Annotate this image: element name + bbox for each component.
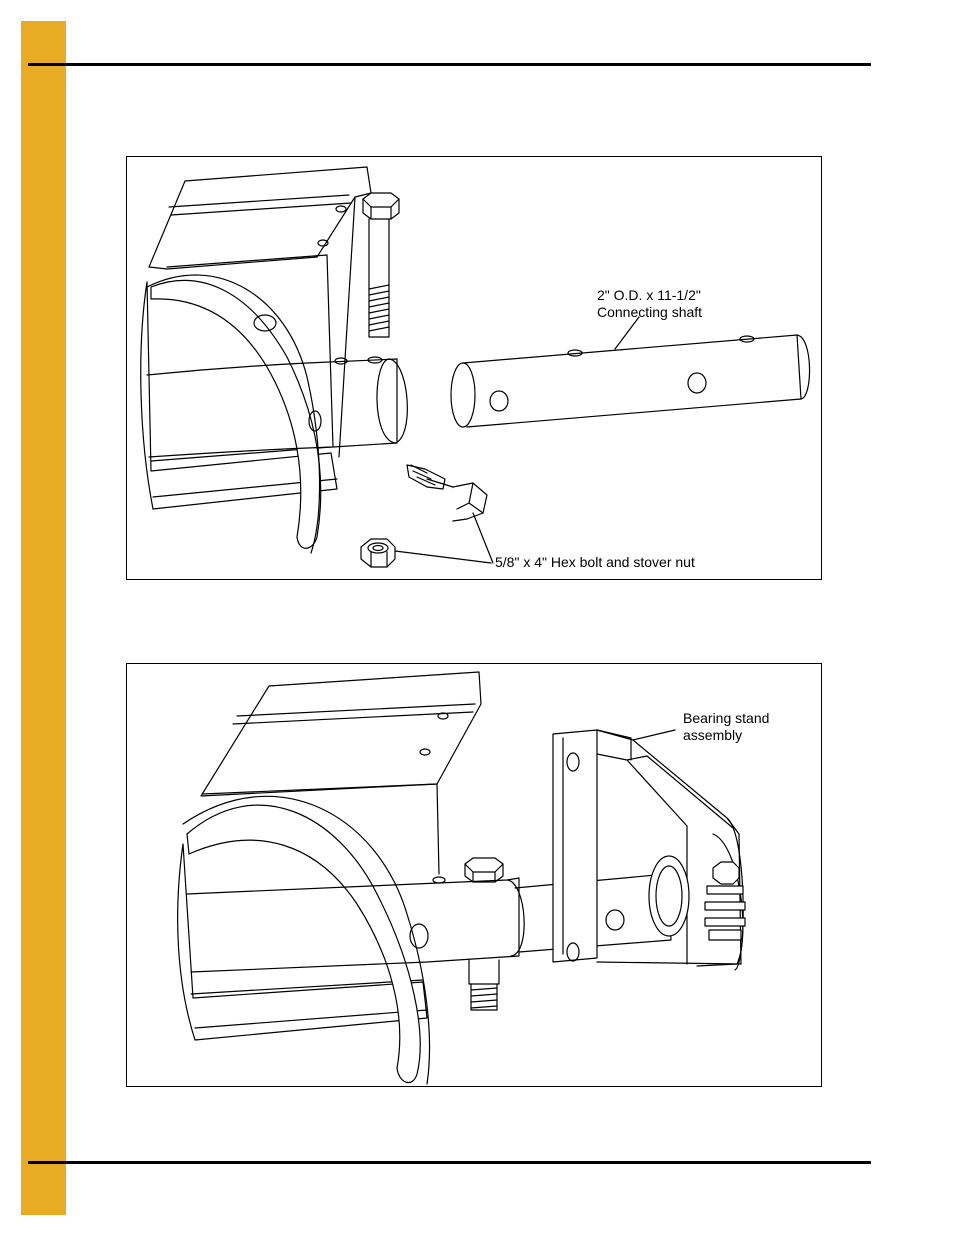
shaft <box>186 873 672 973</box>
footer-rule <box>28 1161 871 1164</box>
figure-connecting-shaft: 2" O.D. x 11-1/2" Connecting shaft 5/8" … <box>126 156 822 580</box>
auger-flighting <box>182 795 431 1085</box>
hex-bolt-lower <box>406 464 488 522</box>
shaft-callout-line-1: 2" O.D. x 11-1/2" <box>597 287 701 303</box>
header-rule <box>28 63 871 66</box>
shaft-leader <box>614 316 640 350</box>
bearing-callout-line-2: assembly <box>683 727 743 743</box>
hex-bolt-lower <box>468 959 500 1011</box>
shaft-assembly-drawing <box>140 166 811 568</box>
bolt-callout: 5/8" x 4" Hex bolt and stover nut <box>495 554 695 570</box>
connecting-shaft <box>450 334 811 428</box>
stub-shaft <box>146 356 408 458</box>
clamp-bolt <box>704 861 746 941</box>
side-tab <box>21 21 66 1215</box>
hex-bolt-upper <box>362 192 400 338</box>
figure-bearing-stand: Bearing stand assembly <box>126 663 822 1087</box>
shaft-callout: 2" O.D. x 11-1/2" Connecting shaft <box>597 287 702 321</box>
bolt-leader <box>394 512 494 564</box>
shaft-callout-line-2: Connecting shaft <box>597 304 703 320</box>
stover-nut <box>360 538 396 568</box>
bearing-callout-line-1: Bearing stand <box>683 710 770 726</box>
hex-bolt-upper <box>464 857 504 883</box>
bearing-callout: Bearing stand assembly <box>683 710 769 744</box>
bearing-stand <box>552 729 744 971</box>
bearing-assembly-drawing <box>177 671 746 1085</box>
trough-housing <box>177 671 482 1041</box>
auger-flighting <box>146 274 322 554</box>
bearing-leader <box>632 729 676 741</box>
